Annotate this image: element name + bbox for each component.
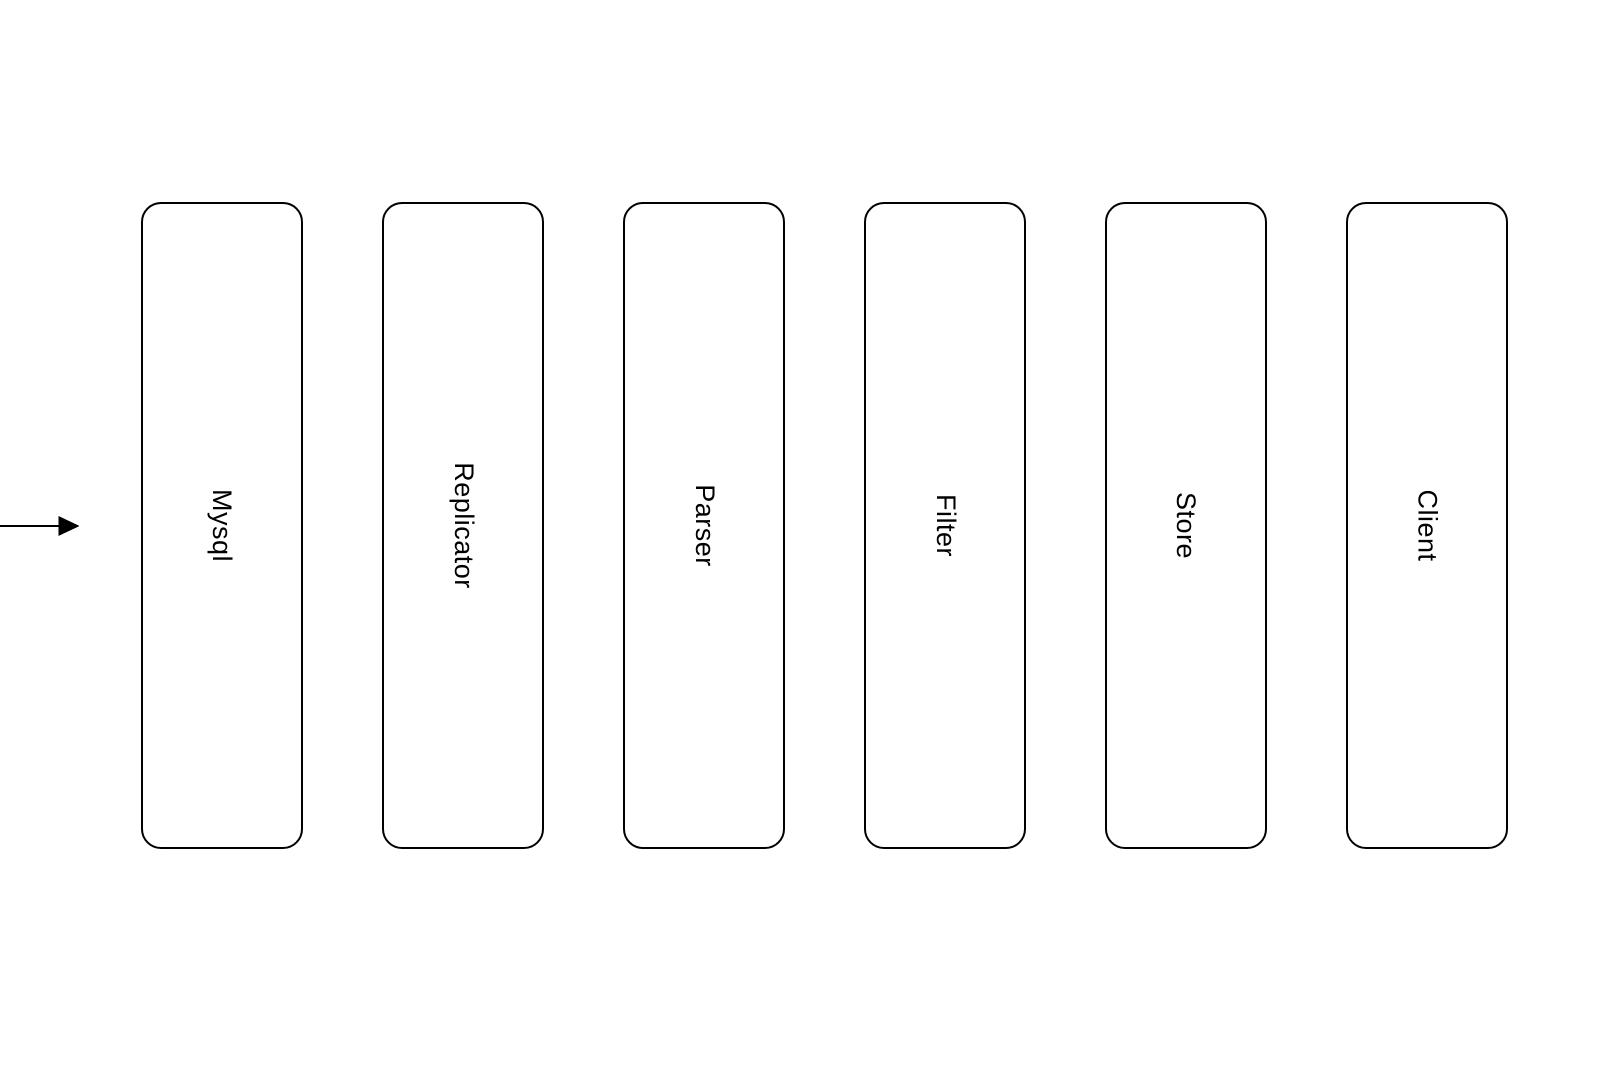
node-store-label: Store bbox=[1171, 491, 1202, 560]
node-parser-label: Parser bbox=[689, 484, 720, 567]
node-filter-label: Filter bbox=[930, 494, 961, 557]
node-store: Store bbox=[1105, 202, 1267, 849]
node-client: Client bbox=[1346, 202, 1508, 849]
node-mysql-label: Mysql bbox=[207, 488, 238, 563]
arrow-store-to-client bbox=[0, 516, 79, 536]
node-replicator-label: Replicator bbox=[448, 462, 479, 589]
node-client-label: Client bbox=[1412, 489, 1443, 562]
node-parser: Parser bbox=[623, 202, 785, 849]
node-filter: Filter bbox=[864, 202, 1026, 849]
node-replicator: Replicator bbox=[382, 202, 544, 849]
node-mysql: Mysql bbox=[141, 202, 303, 849]
